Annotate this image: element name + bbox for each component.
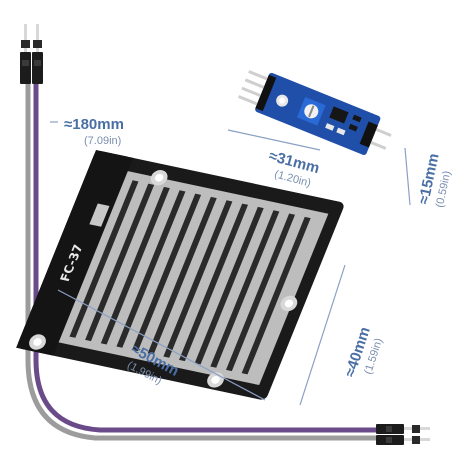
rain-sensor-board: FC-37 <box>16 150 344 400</box>
dim-module-width: ≈15mm (0.59in) <box>415 152 453 209</box>
dimension-lines <box>50 121 411 406</box>
dim-cable-length: ≈180mm (7.09in) <box>64 116 124 147</box>
dim-module-length: ≈31mm (1.20in) <box>267 147 321 189</box>
sensor-traces <box>69 180 311 375</box>
module-sensor-pins <box>359 121 392 150</box>
dim-board-height: ≈40mm (1.59in) <box>342 325 385 379</box>
potentiometer <box>296 97 326 126</box>
bottom-dupont-connector <box>376 424 430 445</box>
cable-length-in: (7.09in) <box>84 135 121 147</box>
jumper-cable <box>20 24 430 445</box>
cable-length-mm: ≈180mm <box>64 116 124 133</box>
comparator-chip <box>329 106 349 124</box>
comparator-module <box>237 70 392 155</box>
top-dupont-connector <box>20 24 43 84</box>
sensor-pin-header <box>89 203 110 227</box>
mounting-holes <box>29 170 298 388</box>
module-header-pins <box>237 70 277 112</box>
